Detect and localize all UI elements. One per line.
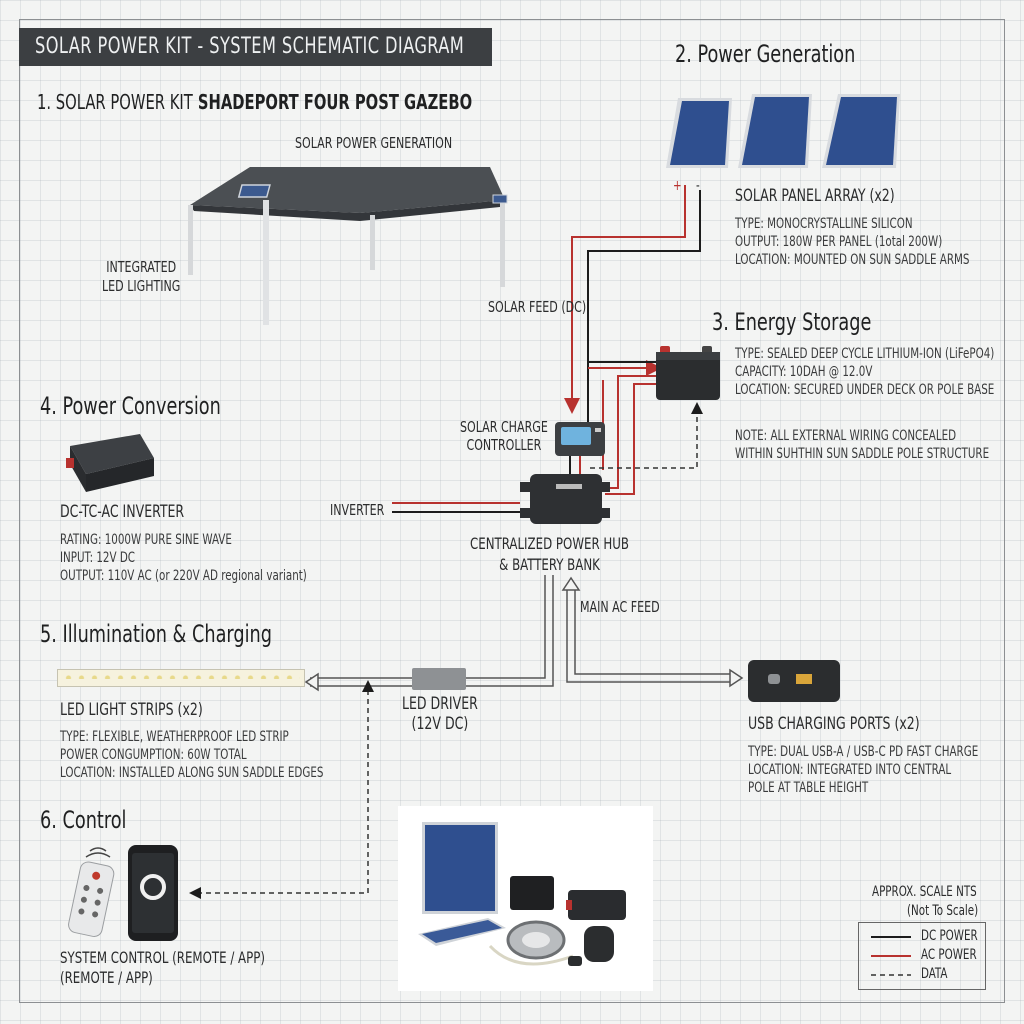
solar-feed-negative-wire: [587, 190, 701, 422]
led-driver-label: LED DRIVER (12V DC): [402, 694, 478, 734]
solar-feed-label: SOLAR FEED (DC): [488, 298, 587, 316]
inverter-illustration: [66, 434, 154, 492]
diagram-border: [19, 19, 1005, 1003]
main-feed-right-outer: [566, 590, 732, 683]
legend-dc-label: DC POWER: [921, 928, 978, 944]
legend-data-label: DATA: [921, 966, 948, 982]
usb-arrowhead: [729, 668, 744, 688]
charge-controller-label: SOLAR CHARGE CONTROLLER: [460, 418, 548, 454]
section-2-heading: 2. Power Generation: [675, 40, 856, 68]
section-5-heading: 5. Illumination & Charging: [40, 620, 272, 648]
solar-generation-label: SOLAR POWER GENERATION: [295, 134, 453, 152]
section-1-heading: 1. SOLAR POWER KIT SHADEPORT FOUR POST G…: [37, 90, 473, 114]
wiring-note: NOTE: ALL EXTERNAL WIRING CONCEALED WITH…: [735, 428, 990, 462]
charge-controller-illustration: [555, 422, 605, 456]
solar-array-specs: TYPE: MONOCRYSTALLINE SILICON OUTPUT: 18…: [735, 216, 970, 268]
usb-port-illustration: [748, 660, 840, 702]
inverter-label: DC-TC-AC INVERTER: [60, 502, 185, 522]
led-strips-specs: TYPE: FLEXIBLE, WEATHERPROOF LED STRIP P…: [60, 729, 324, 781]
power-hub-illustration: [520, 474, 610, 524]
led-driver-illustration: [412, 668, 466, 690]
photo-solar-panel-large: [422, 822, 498, 914]
solar-feed-positive-wire: [564, 185, 686, 414]
gazebo-illustration: [188, 167, 508, 325]
inverter-specs: RATING: 1000W PURE SINE WAVE INPUT: 12V …: [60, 532, 307, 584]
legend-box: DC POWER AC POWER DATA: [858, 922, 986, 990]
strips-arrowhead: [304, 672, 319, 692]
kit-contents-photo: [398, 806, 653, 991]
section-6-heading: 6. Control: [40, 806, 127, 834]
remote-control-illustration: [68, 861, 115, 937]
page-title: SOLAR POWER KIT - SYSTEM SCHEMATIC DIAGR…: [35, 34, 465, 59]
integrated-led-label: INTEGRATED LED LIGHTING: [102, 258, 181, 295]
main-feed-left-inner: [466, 575, 554, 687]
led-strip-dots: [62, 675, 300, 679]
solar-panel-2: [738, 94, 812, 168]
photo-solar-panel-small: [418, 918, 506, 946]
photo-inverter: [568, 890, 626, 920]
power-hub-label: CENTRALIZED POWER HUB & BATTERY BANK: [470, 534, 630, 574]
kit-contents-illustration: [418, 822, 626, 966]
solar-array-label: SOLAR PANEL ARRAY (x2): [735, 186, 895, 206]
control-devices-illustration: [68, 845, 178, 941]
inverter-tag-label: INVERTER: [330, 501, 385, 519]
battery-to-hub-wire-2: [605, 383, 658, 495]
main-feed-left-outer: [466, 575, 546, 679]
control-data-link: [189, 690, 369, 899]
led-strip-illustration: [57, 669, 305, 687]
scale-note: APPROX. SCALE NTS: [872, 884, 977, 900]
section-4-heading: 4. Power Conversion: [40, 392, 221, 420]
main-feed-right-inner: [574, 590, 732, 675]
panel-positive-sign: +: [673, 178, 682, 194]
usb-ports-specs: TYPE: DUAL USB-A / USB-C PD FAST CHARGE …: [748, 744, 979, 796]
battery-to-hub-wire-1: [605, 375, 658, 489]
system-control-label: SYSTEM CONTROL (REMOTE / APP) (REMOTE / …: [60, 948, 265, 987]
title-bar: [19, 28, 492, 66]
panel-negative-sign: -: [696, 178, 700, 194]
photo-battery: [510, 876, 554, 910]
legend-line-samples: [871, 936, 911, 976]
solar-panel-3: [822, 94, 900, 168]
control-data-up-arrow: [362, 680, 374, 692]
solar-panel-array-illustration: [666, 94, 900, 168]
battery-illustration: [656, 346, 720, 400]
photo-controller: [584, 926, 614, 962]
usb-ports-label: USB CHARGING PORTS (x2): [748, 714, 920, 734]
main-feed-up-arrowhead: [561, 576, 581, 591]
solar-panel-1: [666, 98, 732, 168]
scale-note-sub: (Not To Scale): [907, 903, 979, 919]
legend-ac-label: AC POWER: [921, 947, 977, 963]
main-ac-feed-label: MAIN AC FEED: [580, 598, 660, 616]
led-strips-label: LED LIGHT STRIPS (x2): [60, 700, 203, 720]
battery-specs: TYPE: SEALED DEEP CYCLE LITHIUM-ION (LiF…: [735, 346, 995, 398]
battery-data-link: [590, 402, 703, 469]
smartphone-illustration: [128, 845, 178, 941]
section-3-heading: 3. Energy Storage: [712, 308, 872, 336]
